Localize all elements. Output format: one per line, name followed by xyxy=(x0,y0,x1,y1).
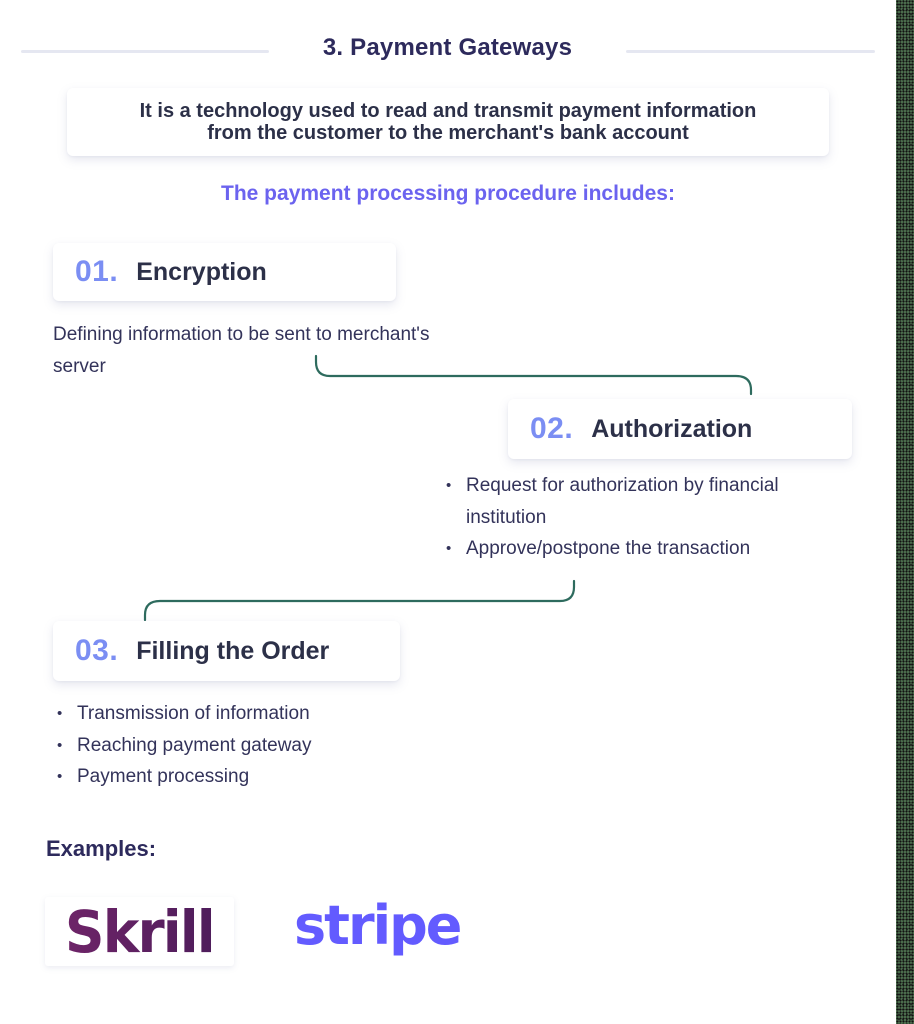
bullet-line: Approve/postpone the transaction xyxy=(466,538,751,559)
step-number: 03. xyxy=(75,634,119,667)
description-line: Defining information to be sent to merch… xyxy=(53,324,430,345)
bullet-item: Transmission of information xyxy=(55,698,455,730)
step-title: Authorization xyxy=(591,414,753,443)
bullet-item: Approve/postpone the transaction xyxy=(444,533,874,565)
step-card-filling-order: 03. Filling the Order xyxy=(53,621,400,681)
bullet-item: Request for authorization by financial i… xyxy=(444,470,874,533)
step-number: 02. xyxy=(530,412,574,445)
bullet-item: Reaching payment gateway xyxy=(55,730,455,762)
step-number: 01. xyxy=(75,255,119,288)
step-bullets-filling-order: Transmission of information Reaching pay… xyxy=(55,698,455,793)
title-divider-left xyxy=(21,50,269,53)
description-line: server xyxy=(53,355,106,377)
step-title: Filling the Order xyxy=(136,636,330,665)
skrill-logo: Skrill xyxy=(65,897,216,966)
step-description-encryption: Defining information to be sent to merch… xyxy=(53,319,429,382)
skrill-logo-card: Skrill xyxy=(45,897,234,966)
step-card-encryption: 01. Encryption xyxy=(53,243,396,301)
intro-line-1: It is a technology used to read and tran… xyxy=(139,100,757,122)
connector-02-03 xyxy=(143,579,576,622)
title-divider-right xyxy=(626,50,875,53)
edge-noise-strip xyxy=(896,0,914,1024)
bullet-line: institution xyxy=(466,506,547,528)
bullet-item: Payment processing xyxy=(55,761,455,793)
intro-card: It is a technology used to read and tran… xyxy=(67,88,829,156)
step-bullets-authorization: Request for authorization by financial i… xyxy=(444,470,874,565)
step-title: Encryption xyxy=(136,257,267,286)
examples-label: Examples: xyxy=(46,836,157,861)
bullet-line: Request for authorization by financial xyxy=(466,475,779,496)
procedure-subtitle: The payment processing procedure include… xyxy=(221,182,675,205)
stripe-logo: stripe xyxy=(294,894,462,957)
step-card-authorization: 02. Authorization xyxy=(508,399,852,459)
page-title: 3. Payment Gateways xyxy=(322,34,573,61)
intro-line-2: from the customer to the merchant's bank… xyxy=(207,122,689,144)
